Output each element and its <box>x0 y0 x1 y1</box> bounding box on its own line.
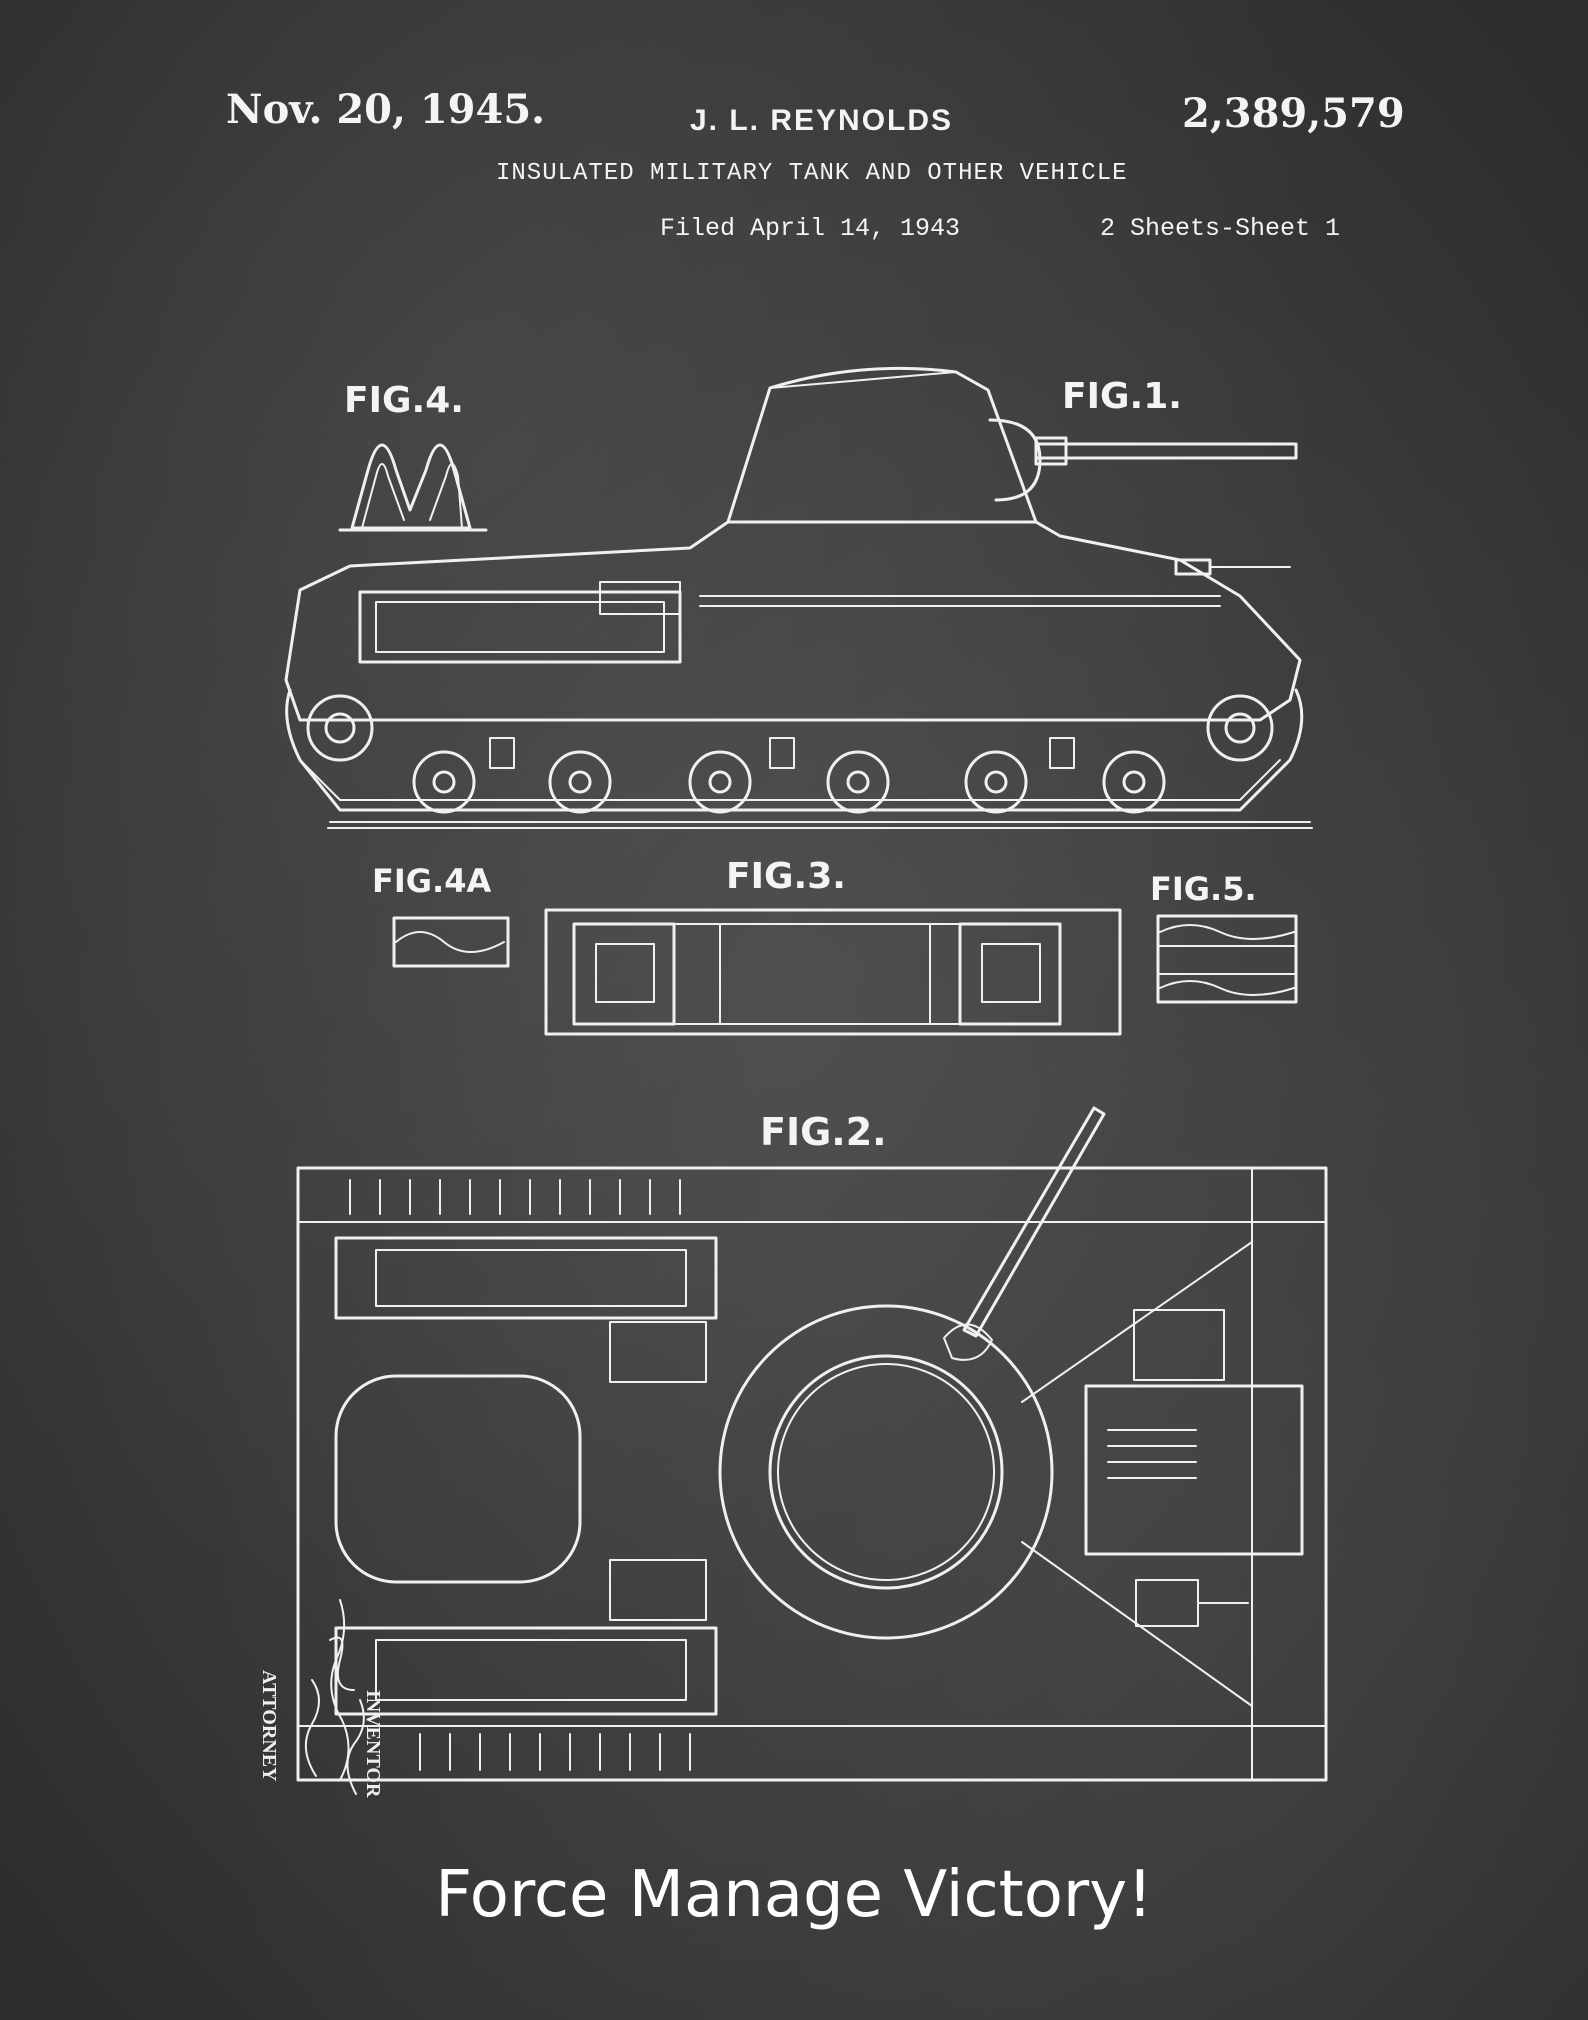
handwritten-signature <box>305 1599 365 1795</box>
fig4a-drawing <box>392 916 510 968</box>
inventor-name: J. L. REYNOLDS <box>690 104 954 137</box>
fig1-label: FIG.1. <box>1062 376 1182 417</box>
fig5-label: FIG.5. <box>1150 870 1257 908</box>
patent-number: 2,389,579 <box>1182 90 1405 137</box>
patent-date: Nov. 20, 1945. <box>226 86 546 133</box>
filed-date: Filed April 14, 1943 <box>660 214 961 243</box>
fig2-track-cleats <box>349 1179 691 1771</box>
fig1-tank-side <box>284 366 1311 823</box>
slogan-text: Force Manage Victory! <box>435 1858 1153 1932</box>
fig1-road-wheels <box>306 694 1274 814</box>
fig2-tank-plan <box>296 1106 1328 1782</box>
fig5-drawing <box>1156 914 1298 1004</box>
fig4-drawing <box>338 443 488 532</box>
inventor-label: INVENTOR <box>362 1690 384 1798</box>
fig2-label: FIG.2. <box>760 1110 887 1154</box>
fig3-drawing <box>544 908 1122 1036</box>
attorney-label: ATTORNEY <box>258 1670 280 1782</box>
sheet-count: 2 Sheets-Sheet 1 <box>1100 214 1341 243</box>
fig3-label: FIG.3. <box>726 856 846 897</box>
fig4a-label: FIG.4A <box>372 862 492 900</box>
patent-title: INSULATED MILITARY TANK AND OTHER VEHICL… <box>496 160 1128 187</box>
fig4-label: FIG.4. <box>344 380 464 421</box>
